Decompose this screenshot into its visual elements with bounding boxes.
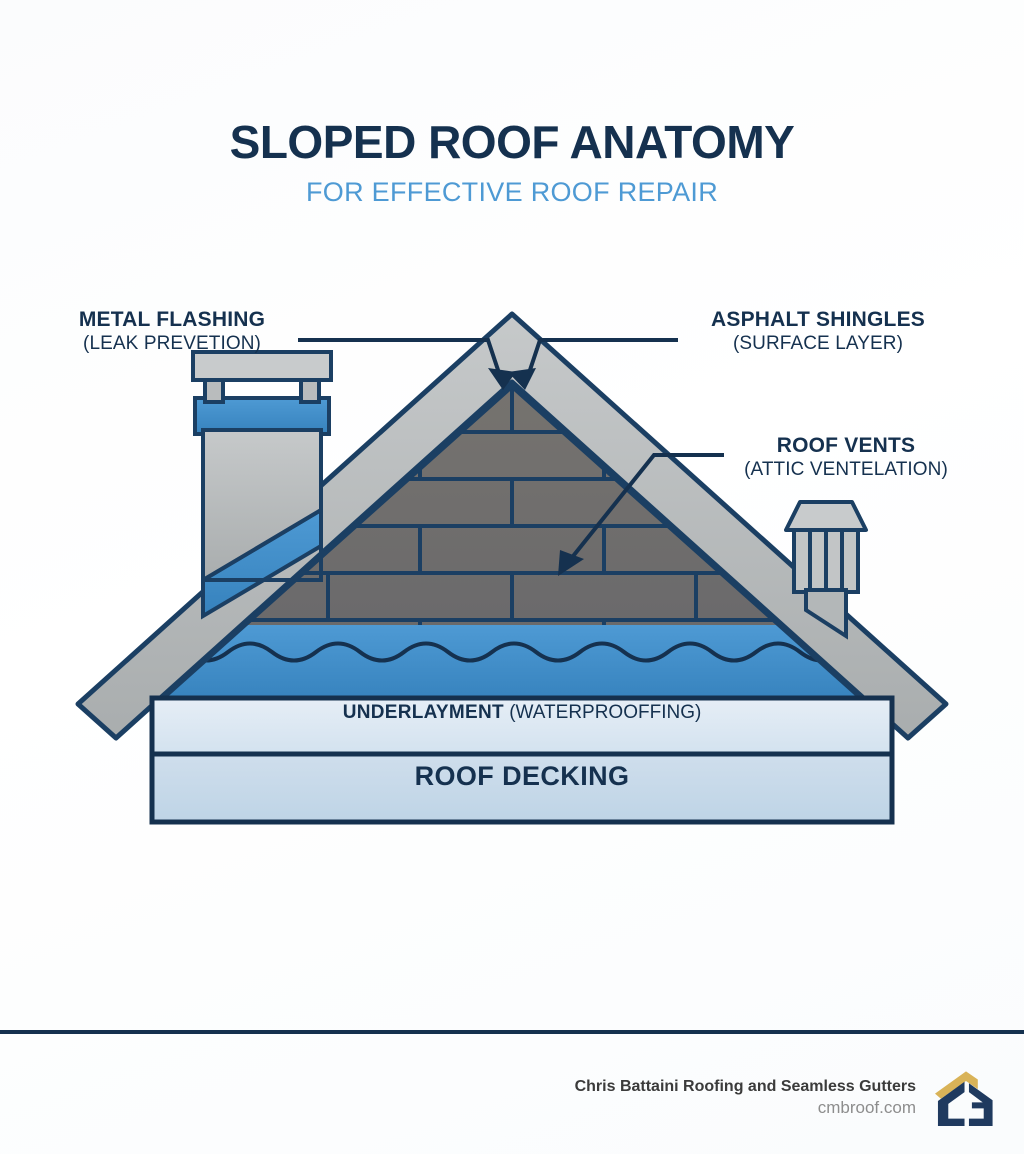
callout-arrowheads: [488, 368, 584, 576]
underlayment-label-light: (WATERPROOFFING): [503, 702, 702, 723]
diagram-container: [0, 280, 1024, 840]
sloped-roof-diagram: [75, 311, 949, 825]
leader-asphalt-shingles: [525, 338, 678, 379]
callout-metal-flashing: METAL FLASHING (LEAK PREVETION): [58, 308, 286, 355]
footer-divider: [0, 1030, 1024, 1034]
vent-louvers: [808, 532, 844, 590]
footer-company-name: Chris Battaini Roofing and Seamless Gutt…: [574, 1077, 916, 1095]
logo-gold-roof: [935, 1071, 978, 1099]
vent-skirt: [804, 588, 848, 640]
callout-roof-vents-title: ROOF VENTS: [776, 434, 916, 457]
logo-letter-c: [937, 1081, 965, 1127]
callout-asphalt-shingles: ASPHALT SHINGLES (SURFACE LAYER): [688, 308, 948, 355]
roof-inner-edge: [154, 383, 870, 706]
page-subtitle: FOR EFFECTIVE ROOF REPAIR: [305, 177, 719, 208]
vent-cap: [784, 500, 868, 532]
cb-house-monogram-logo: [935, 1071, 993, 1127]
roof-peak-flashing: [75, 311, 949, 741]
leader-metal-flashing: [298, 338, 503, 379]
callout-roof-vents: ROOF VENTS (ATTIC VENTELATION): [730, 434, 962, 481]
underlayment-layer: [156, 625, 868, 698]
roof-vent-right: [784, 500, 868, 640]
callout-asphalt-shingles-title: ASPHALT SHINGLES: [711, 308, 925, 331]
decking-label: ROOF DECKING: [414, 761, 630, 791]
callout-asphalt-shingles-subtitle: (SURFACE LAYER): [732, 332, 904, 354]
chimney-cap: [191, 350, 333, 382]
underlayment-label-strong: UNDERLAYMENT: [342, 702, 504, 723]
footer-website: cmbroof.com: [817, 1098, 916, 1118]
leader-roof-vents: [563, 453, 724, 568]
callout-roof-vents-subtitle: (ATTIC VENTELATION): [744, 458, 948, 480]
arrowhead-roof-vents: [558, 550, 584, 576]
metal-flashing-band: [75, 311, 949, 741]
underlayment-wave-line: [156, 641, 846, 663]
footer: Chris Battaini Roofing and Seamless Gutt…: [0, 1058, 1024, 1138]
header: SLOPED ROOF ANATOMY FOR EFFECTIVE ROOF R…: [0, 118, 1024, 207]
logo-letter-b: [968, 1083, 993, 1127]
underlayment-label: UNDERLAYMENT (WATERPROOFFING): [152, 702, 892, 724]
footer-text-block: Chris Battaini Roofing and Seamless Gutt…: [575, 1076, 916, 1121]
page-title: SLOPED ROOF ANATOMY: [229, 116, 795, 168]
arrowhead-metal-flashing: [488, 368, 516, 390]
callout-leaders: [298, 338, 724, 568]
chimney-upper-shaft: [201, 428, 323, 584]
arrowhead-asphalt-shingles: [508, 368, 536, 390]
decking-band: [149, 751, 895, 825]
decking-assembly: [149, 695, 895, 825]
callout-metal-flashing-title: METAL FLASHING: [78, 308, 266, 331]
shingle-joints-row5: [326, 573, 698, 620]
callout-metal-flashing-subtitle: (LEAK PREVETION): [83, 332, 261, 354]
chimney-upper-body: [201, 428, 323, 584]
